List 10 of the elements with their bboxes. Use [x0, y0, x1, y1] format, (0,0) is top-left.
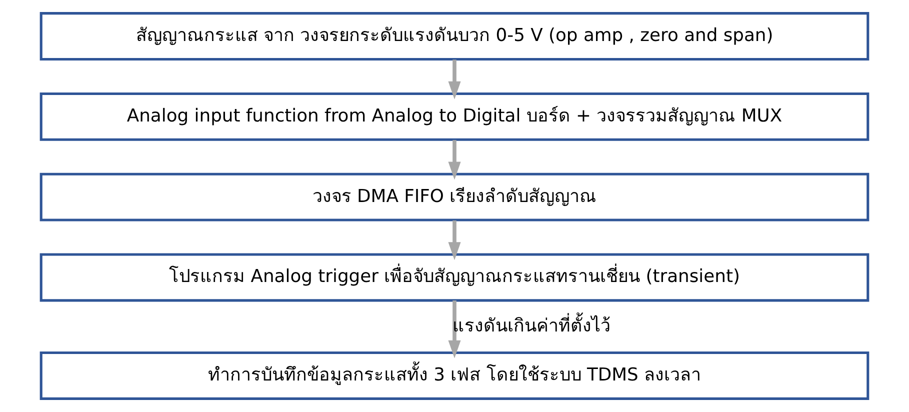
node-box: โปรแกรม Analog trigger เพื่อจับสัญญาณกระแสทรานเชี่ยน (transient) — [40, 253, 870, 302]
arrow — [448, 60, 461, 100]
node-box: ทำการบันทึกข้อมูลกระแสทั้ง 3 เฟส โดยใช้ระบบ TDMS ลงเวลา — [40, 351, 870, 400]
node-box: Analog input function from Analog to Digital บอร์ด + วงจรรวมสัญญาณ MUX — [40, 92, 870, 141]
node-box: วงจร DMA FIFO เรียงลำดับสัญญาณ — [40, 172, 870, 222]
node-box: สัญญาณกระแส จาก วงจรยกระดับแรงดันบวก 0-5 V (op amp , zero and span) — [40, 12, 870, 61]
edge-label: แรงดันเกินค่าที่ตั้งไว้ — [452, 315, 611, 336]
arrow — [448, 220, 461, 260]
arrow — [448, 300, 461, 358]
arrow — [448, 140, 461, 180]
